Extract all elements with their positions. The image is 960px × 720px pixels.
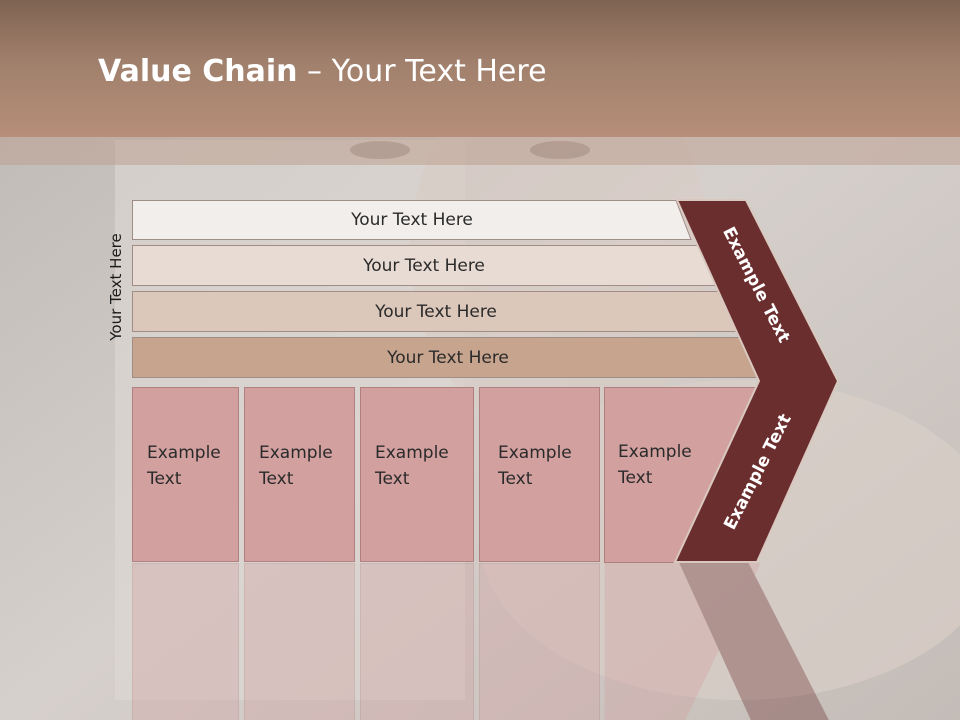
reflection-box-2 [244, 563, 355, 720]
activity-box-5: Example Text [618, 439, 692, 491]
header-band [0, 137, 960, 165]
activity-box-1: Example Text [132, 387, 239, 562]
bar-4-label: Your Text Here [387, 347, 509, 368]
header-bar [0, 0, 960, 137]
activity-box-2: Example Text [244, 387, 355, 562]
bar-1: Your Text Here [132, 200, 692, 240]
reflection-box-1 [132, 563, 239, 720]
activity-box-3: Example Text [360, 387, 474, 562]
box-1-line2: Text [147, 469, 182, 489]
box-3-line2: Text [375, 469, 410, 489]
box-4-line1: Example [498, 443, 572, 463]
bar-2-label: Your Text Here [363, 255, 485, 276]
box-2-line1: Example [259, 443, 333, 463]
reflection [0, 563, 960, 720]
reflection-box-5 [604, 563, 761, 720]
box-2-line2: Text [259, 469, 294, 489]
reflection-inner [0, 563, 960, 720]
bar-3-label: Your Text Here [375, 301, 497, 322]
bar-2: Your Text Here [132, 245, 716, 286]
side-label: Your Text Here [107, 233, 125, 341]
reflection-chevron [675, 563, 838, 720]
margin-chevron [673, 199, 840, 563]
slide-title: Value Chain – Your Text Here [98, 54, 547, 89]
activity-box-4: Example Text [479, 387, 600, 562]
box-3-line1: Example [375, 443, 449, 463]
reflection-box-4 [479, 563, 600, 720]
bar-3: Your Text Here [132, 291, 740, 332]
bar-4: Your Text Here [132, 337, 764, 378]
box-5-line1: Example [618, 442, 692, 462]
title-rest: – Your Text Here [297, 54, 547, 89]
box-4-line2: Text [498, 469, 533, 489]
reflection-box-3 [360, 563, 474, 720]
bar-1-label: Your Text Here [351, 210, 473, 230]
box-5-line2: Text [618, 468, 653, 488]
title-bold: Value Chain [98, 54, 298, 89]
box-1-line1: Example [147, 443, 221, 463]
